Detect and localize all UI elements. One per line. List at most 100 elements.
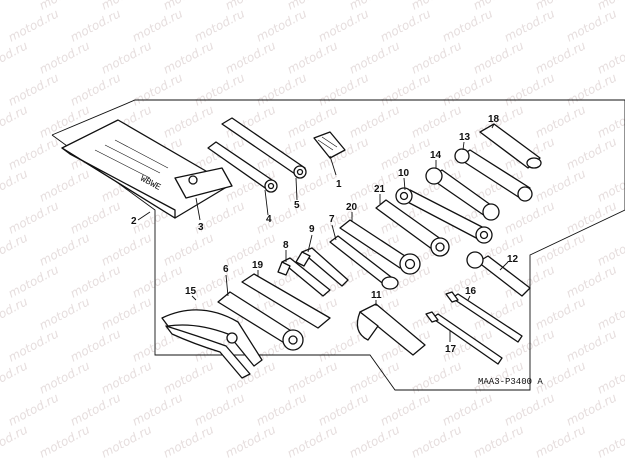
watermark-text: motod.ru: [37, 294, 93, 332]
watermark-text: motod.ru: [130, 390, 186, 428]
watermark-text: motod.ru: [0, 294, 30, 332]
watermark-text: motod.ru: [161, 38, 217, 76]
watermark-text: motod.ru: [68, 262, 124, 300]
watermark-text: motod.ru: [409, 422, 465, 460]
callout-15: 15: [185, 286, 197, 297]
callout-9: 9: [309, 224, 315, 235]
watermark-text: motod.ru: [130, 70, 186, 108]
watermark-text: motod.ru: [533, 102, 589, 140]
callout-1: 1: [336, 179, 342, 190]
box-wrench-21: [375, 199, 450, 257]
watermark-text: motod.ru: [130, 262, 186, 300]
watermark-text: motod.ru: [409, 38, 465, 76]
watermark-text: motod.ru: [223, 38, 279, 76]
watermark-text: motod.ru: [533, 38, 589, 76]
watermark-text: motod.ru: [223, 422, 279, 460]
callout-17: 17: [445, 344, 457, 355]
callout-21: 21: [374, 184, 386, 195]
watermark-text: motod.ru: [192, 390, 248, 428]
tool-extension-rod: [207, 141, 278, 193]
watermark-text: motod.ru: [0, 38, 30, 76]
watermark-text: motod.ru: [223, 230, 279, 268]
watermark-text: motod.ru: [68, 70, 124, 108]
flat-plate-19: [241, 273, 331, 329]
watermark-text: motod.ru: [99, 230, 155, 268]
watermark-text: motod.ru: [564, 390, 620, 428]
small-socket: [313, 131, 346, 159]
watermark-text: motod.ru: [595, 422, 625, 460]
watermark-text: motod.ru: [502, 6, 558, 44]
watermark-text: motod.ru: [409, 358, 465, 396]
watermark-text: motod.ru: [564, 134, 620, 172]
watermark-text: motod.ru: [161, 358, 217, 396]
box-wrench-10: [395, 187, 493, 244]
pin-spanner-11: [356, 303, 426, 356]
watermark-text: motod.ru: [471, 38, 527, 76]
watermark-text: motod.ru: [564, 70, 620, 108]
watermark-text: motod.ru: [254, 70, 310, 108]
watermark-text: motod.ru: [192, 6, 248, 44]
watermark-text: motod.ru: [285, 422, 341, 460]
watermark-text: motod.ru: [192, 262, 248, 300]
watermark-text: motod.ru: [192, 70, 248, 108]
watermark-text: motod.ru: [6, 326, 62, 364]
watermark-text: motod.ru: [6, 390, 62, 428]
socket-wrench-6: [217, 291, 304, 351]
watermark-text: motod.ru: [285, 358, 341, 396]
watermark-text: motod.ru: [6, 70, 62, 108]
watermark-text: motod.ru: [37, 166, 93, 204]
watermark-text: motod.ru: [533, 422, 589, 460]
watermark-text: motod.ru: [533, 166, 589, 204]
callout-12: 12: [507, 254, 519, 265]
watermark-text: motod.ru: [285, 38, 341, 76]
callout-19: 19: [252, 260, 264, 271]
watermark-text: motod.ru: [6, 6, 62, 44]
watermark-text: motod.ru: [99, 294, 155, 332]
watermark-text: motod.ru: [161, 422, 217, 460]
watermark-text: motod.ru: [37, 230, 93, 268]
callout-3: 3: [198, 222, 204, 233]
watermark-text: motod.ru: [0, 166, 30, 204]
leader-lines: [137, 123, 509, 342]
callout-10: 10: [398, 168, 410, 179]
watermark-text: motod.ru: [378, 134, 434, 172]
watermark-text: motod.ru: [440, 70, 496, 108]
watermark-text: motod.ru: [316, 70, 372, 108]
callout-5: 5: [294, 200, 300, 211]
callout-2: 2: [131, 216, 137, 227]
watermark-text: motod.ru: [564, 198, 620, 236]
callout-20: 20: [346, 202, 358, 213]
watermark-text: motod.ru: [68, 198, 124, 236]
screwdriver-handle: [479, 123, 542, 169]
watermark-text: motod.ru: [564, 326, 620, 364]
pin-spanner-12: [466, 251, 531, 297]
callout-7: 7: [329, 214, 335, 225]
watermark-text: motod.ru: [378, 390, 434, 428]
hex-key-8: [277, 257, 331, 297]
watermark-text: motod.ru: [99, 422, 155, 460]
watermark-text: motod.ru: [254, 198, 310, 236]
watermark-text: motod.ru: [440, 6, 496, 44]
watermark-text: motod.ru: [37, 358, 93, 396]
watermark-text: motod.ru: [0, 0, 30, 13]
watermark-text: motod.ru: [130, 6, 186, 44]
double-open-wrench-13: [454, 148, 533, 202]
diagram-code: MAA3-P3400 A: [478, 377, 543, 387]
watermark-text: motod.ru: [440, 390, 496, 428]
box-wrench-20: [339, 219, 421, 275]
watermark-text: motod.ru: [68, 390, 124, 428]
watermark-text: motod.ru: [347, 102, 403, 140]
watermark-text: motod.ru: [502, 70, 558, 108]
watermark-text: motod.ru: [564, 6, 620, 44]
watermark-text: motod.ru: [378, 6, 434, 44]
callout-11: 11: [371, 290, 382, 301]
watermark-text: motod.ru: [471, 422, 527, 460]
callout-4: 4: [266, 214, 272, 225]
watermark-text: motod.ru: [99, 358, 155, 396]
double-open-wrench-14: [425, 167, 500, 221]
callout-8: 8: [283, 240, 289, 251]
watermark-text: motod.ru: [254, 6, 310, 44]
watermark-text: motod.ru: [316, 390, 372, 428]
watermark-text: motod.ru: [99, 38, 155, 76]
watermark-text: motod.ru: [6, 198, 62, 236]
